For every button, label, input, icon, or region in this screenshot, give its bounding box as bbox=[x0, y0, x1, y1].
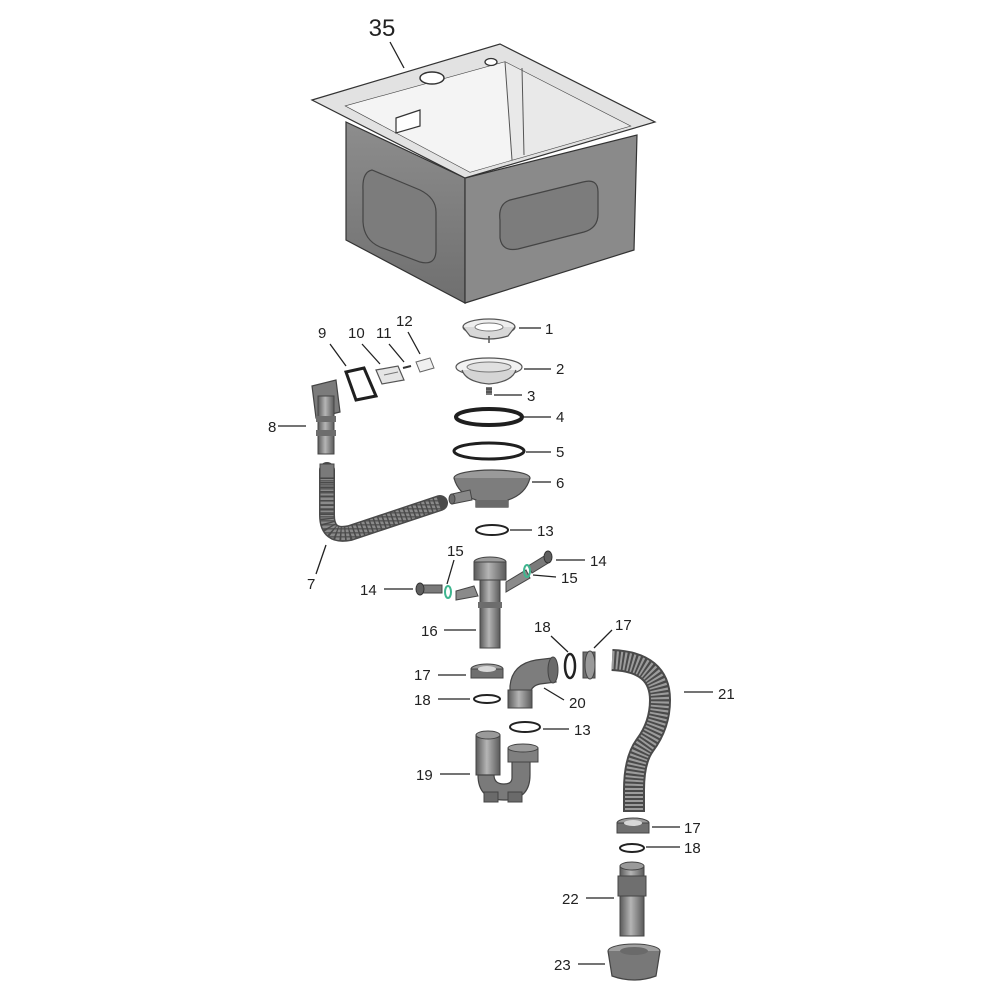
label-19: 19 bbox=[416, 767, 433, 784]
pipe-part-22 bbox=[617, 861, 647, 937]
screw-part-3 bbox=[486, 387, 492, 395]
drain-body-part-6 bbox=[448, 469, 531, 508]
nut-part-17-left bbox=[470, 663, 504, 679]
label-15b: 15 bbox=[561, 570, 578, 587]
label-9: 9 bbox=[318, 325, 326, 342]
label-14b: 14 bbox=[590, 553, 607, 570]
flex-hose-part-21 bbox=[611, 649, 672, 812]
label-23: 23 bbox=[554, 957, 571, 974]
clip-part-12 bbox=[415, 357, 435, 373]
nut-part-17-mid bbox=[582, 650, 596, 680]
label-22: 22 bbox=[562, 891, 579, 908]
label-13b: 13 bbox=[574, 722, 591, 739]
gasket-part-4 bbox=[454, 407, 524, 427]
label-10: 10 bbox=[348, 325, 365, 342]
label-6: 6 bbox=[556, 475, 564, 492]
overflow-cover-part-10 bbox=[375, 365, 405, 385]
label-18b: 18 bbox=[534, 619, 551, 636]
label-17c: 17 bbox=[684, 820, 701, 837]
label-5: 5 bbox=[556, 444, 564, 461]
label-11: 11 bbox=[376, 325, 392, 342]
label-14a: 14 bbox=[360, 582, 377, 599]
label-15a: 15 bbox=[447, 543, 464, 560]
tee-pipe-part-16 bbox=[455, 556, 531, 649]
nut-part-17-lower bbox=[616, 817, 650, 834]
overflow-gasket-part-9 bbox=[344, 366, 379, 402]
washer-part-13-upper bbox=[475, 524, 509, 536]
label-sink: 35 bbox=[369, 15, 396, 42]
strainer-body-part-2 bbox=[455, 357, 523, 385]
label-7: 7 bbox=[307, 576, 315, 593]
washer-part-13-lower bbox=[509, 721, 541, 733]
leader-sink bbox=[389, 41, 405, 69]
label-17b: 17 bbox=[615, 617, 632, 634]
trap-part-19 bbox=[475, 730, 539, 803]
inlet-nipple-part-14-right bbox=[527, 550, 553, 574]
seal-part-15-right bbox=[523, 564, 531, 578]
label-20: 20 bbox=[569, 695, 586, 712]
label-12: 12 bbox=[396, 313, 413, 330]
washer-part-18-left bbox=[473, 694, 501, 704]
gasket-part-5 bbox=[452, 441, 526, 461]
label-2: 2 bbox=[556, 361, 564, 378]
label-18a: 18 bbox=[414, 692, 431, 709]
inlet-nipple-part-14-left bbox=[415, 582, 443, 596]
washer-part-18-mid bbox=[563, 652, 577, 680]
label-3: 3 bbox=[527, 388, 535, 405]
cap-part-23 bbox=[607, 943, 661, 981]
label-18c: 18 bbox=[684, 840, 701, 857]
overflow-body-part-8 bbox=[311, 379, 341, 455]
label-17a: 17 bbox=[414, 667, 431, 684]
label-16: 16 bbox=[421, 623, 438, 640]
label-4: 4 bbox=[556, 409, 564, 426]
overflow-hose-part-7 bbox=[319, 462, 448, 542]
seal-part-15-left bbox=[444, 585, 452, 599]
label-21: 21 bbox=[718, 686, 735, 703]
sink-bowl bbox=[310, 43, 657, 304]
label-8: 8 bbox=[268, 419, 276, 436]
label-13a: 13 bbox=[537, 523, 554, 540]
label-1: 1 bbox=[545, 321, 553, 338]
washer-part-18-lower bbox=[619, 843, 645, 853]
elbow-part-20 bbox=[507, 656, 559, 709]
screw-part-11 bbox=[402, 365, 412, 369]
strainer-basket-part-1 bbox=[462, 318, 516, 343]
